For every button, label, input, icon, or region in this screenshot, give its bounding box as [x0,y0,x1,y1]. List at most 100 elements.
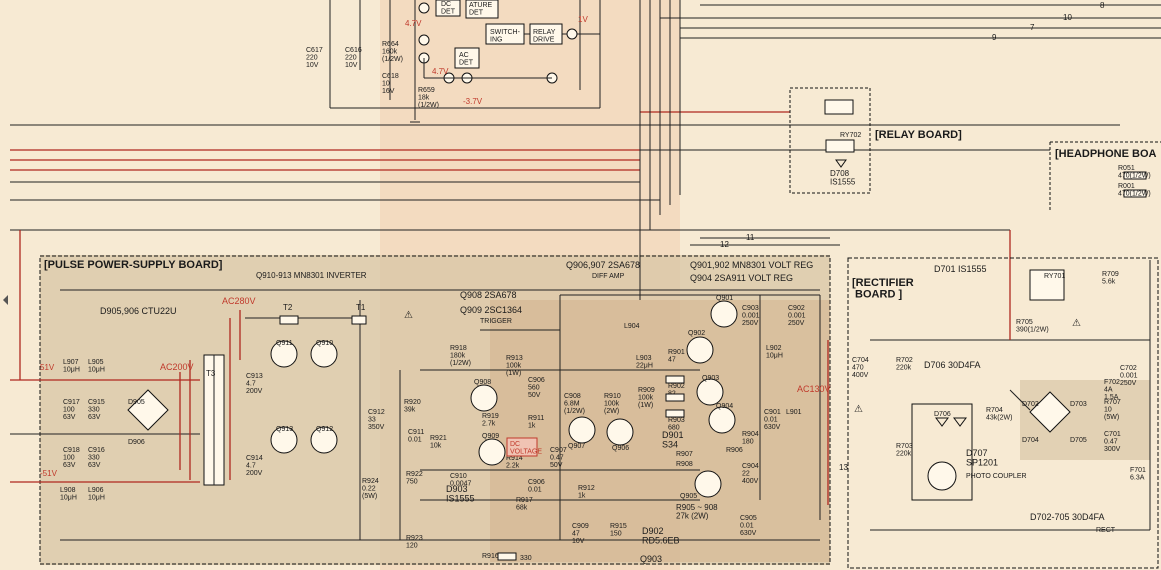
d703-label: D703 [1070,401,1087,408]
d702-label: D702 [1022,401,1039,408]
ry702-label: RY702 [840,132,861,139]
q901-902-label: Q901,902 MN8301 VOLT REG [690,260,813,270]
d705-label: D706 [934,411,951,418]
warning-icon-rect: ⚠ [1072,318,1081,329]
q905-transistor [694,470,722,498]
r907-label: R907 [676,451,693,458]
ac130v-label: AC130V [797,384,831,394]
v47a-label: 4.7V [405,19,422,28]
q902-label: Q902 [688,330,705,337]
photo-coupler-transistor [927,461,957,491]
q910-label: Q910 [316,340,333,347]
q912-transistor [310,426,338,454]
rectifier-board-title: [RECTIFIER BOARD ] [852,277,914,301]
d905-bridge [127,389,169,431]
q913-label: Q913 [276,426,293,433]
t1-label: T1 [356,303,366,312]
scroll-left-icon[interactable] [3,295,8,305]
q909-label: Q909 2SC1364 [460,305,522,315]
q902-transistor [686,336,714,364]
pulse-board-area [40,255,830,565]
r908-label: R908 [676,461,693,468]
d705b-label: D705 [1070,437,1087,444]
bus-number-11: 11 [746,233,755,242]
ac-det-block [454,47,480,69]
q906-907-label: Q906,907 2SA678 [566,260,640,270]
v51-negative-label: -51V [40,469,58,478]
dc-voltage-adjust[interactable] [506,437,538,457]
q912-label: Q912 [316,426,333,433]
d906-bridge-label: D906 [128,439,145,446]
trigger-label: TRIGGER [480,318,512,325]
t3-label: T3 [206,369,216,378]
l904-label: L904 [624,323,640,330]
d905-bridge-label: D905 [128,399,145,406]
d905-906-label: D905,906 CTU22U [100,306,177,316]
bus-number-12: 12 [720,240,729,249]
main-bus-wires [10,0,1161,380]
q903-transistor [696,378,724,406]
photo-coupler-label: PHOTO COUPLER [966,473,1027,480]
bus-number-10: 10 [1063,13,1072,22]
q901-transistor [710,300,738,328]
relay-board-title: [RELAY BOARD] [875,129,962,141]
q906-transistor [606,418,634,446]
bus-number-8: 8 [1100,1,1105,10]
q908-transistor-label: Q908 [474,379,491,386]
diff-amp-label: DIFF AMP [592,273,625,280]
q903-label: Q903 [702,375,719,382]
q907-label: Q907 [568,443,585,450]
pulse-board-title: [PULSE POWER-SUPPLY BOARD] [44,259,223,271]
q909-transistor-label: Q909 [482,433,499,440]
d701-label: D701 IS1555 [934,264,987,274]
l901-label: L901 [786,409,802,416]
q909-transistor [478,438,506,466]
t2-label: T2 [283,303,293,312]
